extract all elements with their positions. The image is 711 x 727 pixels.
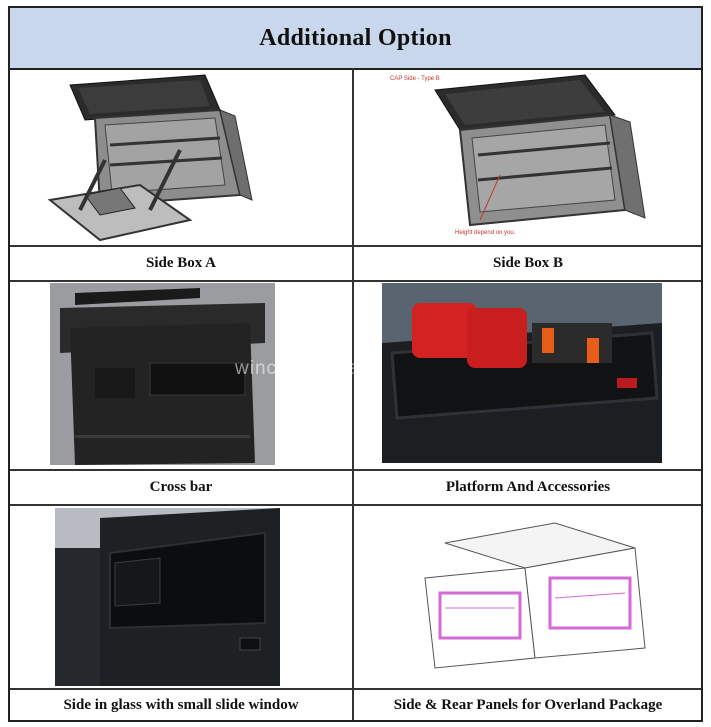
platform-image (382, 283, 662, 463)
table-header: Additional Option (10, 8, 701, 70)
side-box-b-image (360, 70, 700, 244)
side-glass-caption: Side in glass with small slide window (63, 697, 299, 713)
cross-bar-image (50, 283, 275, 465)
overland-panels-caption: Side & Rear Panels for Overland Package (393, 697, 663, 713)
side-box-b-caption: Side Box B (492, 254, 564, 271)
column-divider (352, 68, 354, 720)
row-divider (10, 688, 701, 690)
option-table: Additional Option Side Box A (8, 6, 703, 722)
side-box-a-caption: Side Box A (145, 254, 217, 271)
height-note: Height depend on you. (455, 230, 516, 236)
platform-caption: Platform And Accessories (445, 478, 611, 495)
row-divider (10, 245, 701, 247)
page-title: Additional Option (259, 24, 452, 51)
cross-bar-caption: Cross bar (149, 478, 213, 495)
watermark: wincar.en.made (235, 358, 383, 379)
side-glass-image (55, 508, 280, 686)
cap-side-note: CAP Side - Type B (390, 76, 440, 82)
row-divider (10, 504, 701, 506)
row-divider (10, 469, 701, 471)
side-box-a-image (40, 70, 330, 244)
row-divider (10, 280, 701, 282)
overland-panels-image (405, 508, 655, 686)
